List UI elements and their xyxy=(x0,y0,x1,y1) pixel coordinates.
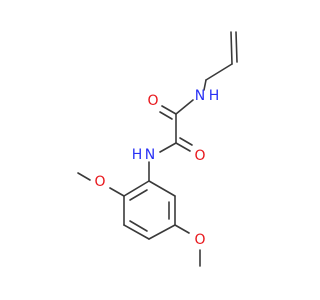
bond-carbonyl2-o-inner xyxy=(179,137,193,146)
bond-ch2-n xyxy=(203,79,207,91)
atom-o-ketone-1: O xyxy=(147,93,158,109)
bond-ring-o-methoxy5 xyxy=(174,224,190,234)
bond-carbonyl1-o-inner xyxy=(159,111,173,120)
atom-n-allyl: N xyxy=(195,88,205,104)
ring-bond-3 xyxy=(123,224,150,240)
bond-ring-o-methoxy2 xyxy=(109,187,125,197)
bond-allyl-ch2 xyxy=(205,63,233,81)
bond-carbonyl1-o xyxy=(161,105,177,115)
molecule-structure: O N H O N H O O xyxy=(77,31,238,267)
ring-bond-4 xyxy=(148,224,176,240)
bond-carbonyl2-n xyxy=(159,142,177,153)
atom-h-aryl: H xyxy=(132,147,143,163)
bond-layer xyxy=(77,31,238,267)
atom-n-aryl: N xyxy=(145,147,155,163)
bond-n-carbonyl1 xyxy=(175,99,194,115)
atom-o-methoxy-5: O xyxy=(194,232,205,248)
atom-o-methoxy-2: O xyxy=(94,174,105,190)
atom-o-ketone-2: O xyxy=(194,148,205,164)
ring-bond-6 xyxy=(148,180,176,197)
ring-double-1 xyxy=(129,189,148,201)
atom-label-layer: O N H O N H O O xyxy=(94,88,219,248)
ring-bond-1 xyxy=(123,180,150,197)
bond-allyl-double-inner xyxy=(235,31,238,63)
ring-double-2 xyxy=(129,220,148,232)
bond-allyl-double xyxy=(230,31,233,65)
atom-h-allyl: H xyxy=(209,88,220,104)
bond-o-methyl2 xyxy=(77,172,91,181)
bond-carbonyl2-o xyxy=(175,142,191,152)
